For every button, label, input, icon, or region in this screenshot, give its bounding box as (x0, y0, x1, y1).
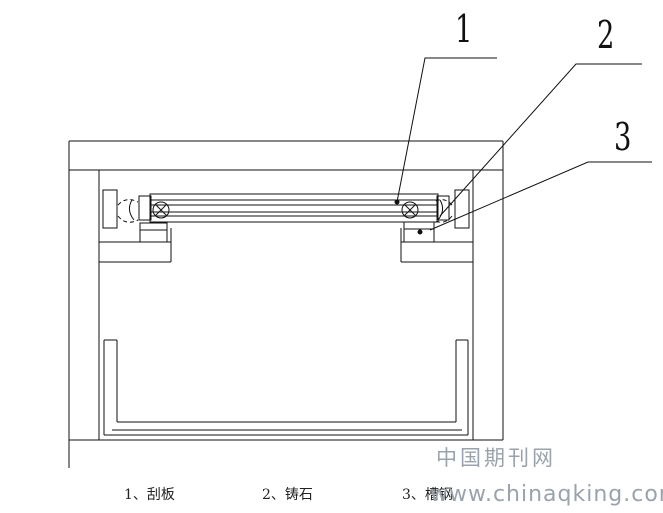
left-roller-assembly (117, 199, 170, 223)
inner-trough (103, 339, 469, 436)
legend-item-2: 2、铸石 (262, 487, 313, 503)
callout-number-3: 3 (614, 115, 632, 159)
callout-number-2: 2 (597, 13, 615, 57)
left-channel-block (139, 222, 168, 243)
leader-2 (439, 63, 642, 217)
leader-1 (396, 57, 497, 203)
legend-item-1: 1、刮板 (124, 487, 175, 503)
callout-number-1: 1 (455, 7, 473, 51)
right-channel-block (403, 221, 435, 243)
watermark-url: www.chinaqking.com (430, 482, 663, 507)
legend-item-3: 3、槽钢 (402, 487, 453, 503)
side-supports (99, 189, 473, 263)
scraper-bar (138, 193, 450, 223)
leader-3 (429, 161, 652, 231)
outer-housing (68, 140, 504, 468)
watermark-site-name: 中国期刊网 (436, 446, 556, 470)
leader-lines (394, 57, 652, 231)
